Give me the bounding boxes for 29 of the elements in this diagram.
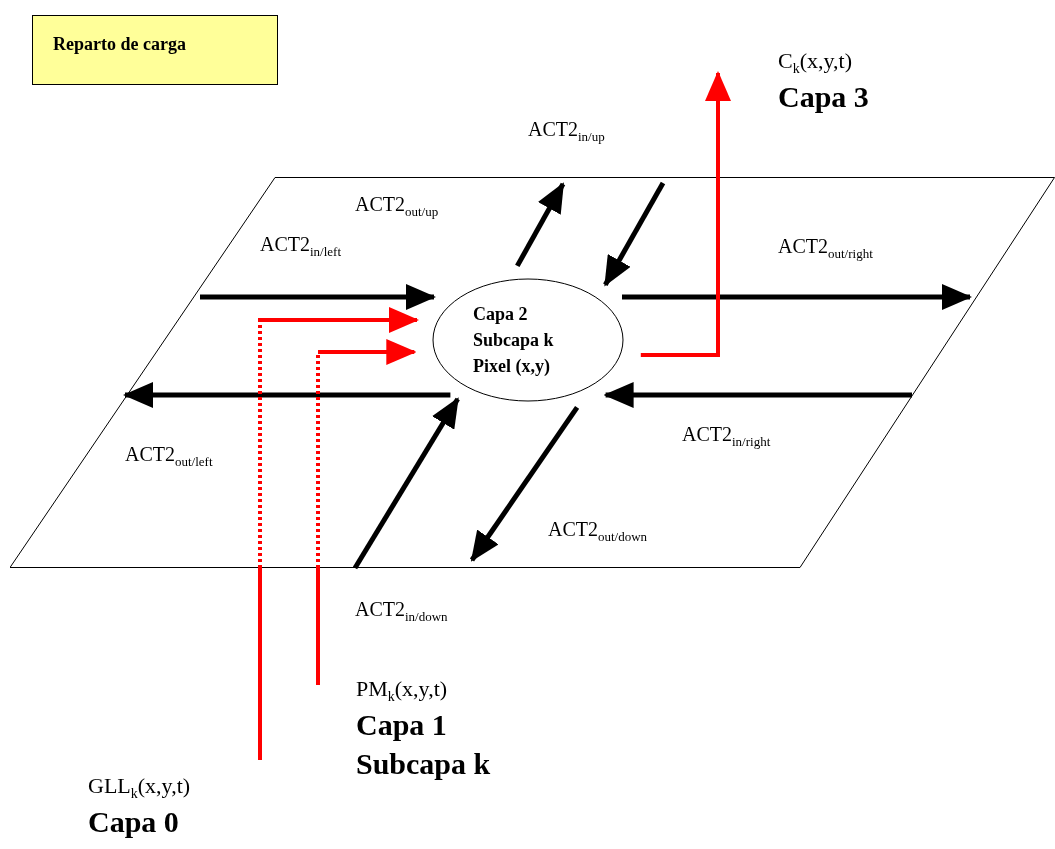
edge-label: ACT2$_{in/up}$ <box>528 118 605 145</box>
arrow <box>603 181 666 287</box>
arrow <box>603 382 912 408</box>
edge-label: ACT2$_{in/right}$ <box>682 423 771 450</box>
layer-label: Capa 1 Subcapa k <box>356 707 492 783</box>
layer-label: Capa 3 <box>778 79 870 116</box>
pixel-ellipse <box>432 278 624 402</box>
edge-label: ACT2$_{out/down}$ <box>548 518 648 545</box>
arrow <box>352 397 460 570</box>
title-box: Reparto de carga <box>32 15 278 85</box>
layer-formula: GLL$_{k}$(x,y,t) <box>88 773 192 803</box>
edge-label: ACT2$_{in/down}$ <box>355 598 448 625</box>
edge-label: ACT2$_{out/up}$ <box>355 193 439 220</box>
arrow <box>640 71 731 357</box>
arrow <box>258 307 419 760</box>
layer-label: Capa 0 <box>88 804 180 841</box>
node-text: Capa 2 Subcapa k Pixel (x,y) <box>473 302 555 379</box>
edge-label: ACT2$_{out/left}$ <box>125 443 213 470</box>
arrow <box>123 382 451 408</box>
arrow <box>622 284 972 310</box>
edge-label: ACT2$_{out/right}$ <box>778 235 873 262</box>
layer-formula: C$_{k}$(x,y,t) <box>778 48 854 78</box>
arrow <box>316 339 417 685</box>
layer-formula: PM$_{k}$(x,y,t) <box>356 676 449 706</box>
edge-label: ACT2$_{in/left}$ <box>260 233 342 260</box>
arrow <box>515 182 566 268</box>
arrow <box>469 405 580 562</box>
arrow <box>200 284 436 310</box>
plane-parallelogram <box>10 177 1055 568</box>
